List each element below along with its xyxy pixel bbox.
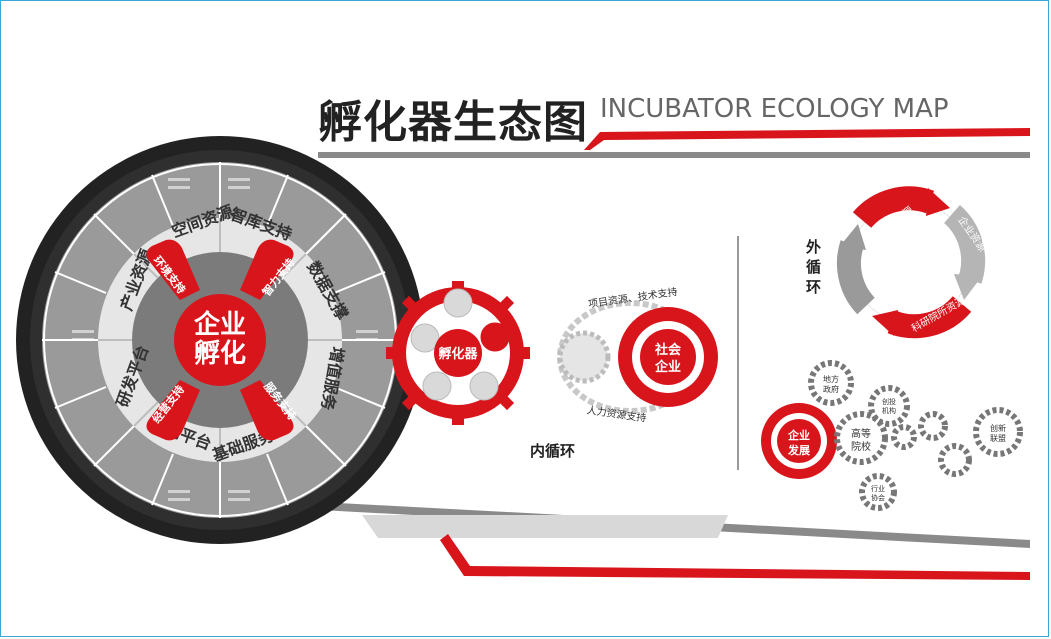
belt-top-label: 项目资源、技术支持 — [587, 285, 678, 310]
wheel-center-line2: 孵化 — [194, 338, 246, 369]
small-gears — [410, 288, 510, 401]
header-stripes — [318, 128, 1030, 158]
outer-loop-char-2: 循 — [806, 258, 821, 276]
footer-stripes — [320, 502, 1030, 580]
inner-loop-diagram: 孵化器 社会 企业 项目资源、技术支持 人力资源支持 内循环 — [386, 281, 718, 460]
page-title: 孵化器生态图 — [318, 97, 588, 148]
node-label-5a: 行业 — [871, 484, 885, 493]
student-enterprise-gear — [557, 330, 611, 384]
incubator-gear-teeth — [386, 281, 530, 425]
outer-loop-char-3: 环 — [806, 278, 821, 296]
ecosystem-gears: 企业 发展 地方 政府 创投 机构 高等 院校 创新 联盟 行业 协会 — [761, 360, 1023, 511]
society-label-line2: 企业 — [654, 359, 681, 375]
red-cross-emblem — [146, 239, 294, 441]
gray-gear-rings — [808, 360, 1023, 511]
main-gear-line1: 企业 — [787, 428, 810, 442]
arrow-label-university: 高校资源 — [867, 267, 890, 309]
main-gear-line2: 发展 — [787, 443, 811, 457]
node-label-1b: 政府 — [823, 384, 839, 394]
outer-ring-small-labels — [72, 178, 378, 501]
node-label-4b: 联盟 — [990, 434, 1006, 443]
node-label-5b: 协会 — [871, 493, 885, 502]
node-label-1a: 地方 — [823, 374, 839, 384]
inner-ring-dividers — [98, 218, 342, 462]
outer-loop-diagram: 外 循 环 政府资源 企业资源 科研院所资源 高校资源 — [805, 186, 989, 339]
arrow-government — [852, 186, 935, 229]
outer-loop-char-1: 外 — [805, 238, 821, 256]
page-subtitle: INCUBATOR ECOLOGY MAP — [600, 94, 949, 124]
node-label-2b: 机构 — [882, 406, 896, 415]
arrow-research — [887, 295, 972, 339]
arrow-university — [836, 240, 876, 315]
inner-loop-label: 内循环 — [530, 442, 575, 460]
belt-bottom-label: 人力资源支持 — [586, 403, 647, 424]
wheel-center-line1: 企业 — [194, 309, 246, 340]
node-label-3b: 院校 — [851, 440, 871, 453]
society-label-line1: 社会 — [654, 342, 682, 358]
incubation-wheel: 空间资源 智库支持 数据支撑 增值服务 基础服务 试制平台 研发平台 产业资源 … — [16, 136, 424, 544]
arrow-enterprise — [943, 204, 986, 284]
incubator-label: 孵化器 — [438, 346, 478, 362]
outer-ring-dividers — [42, 162, 398, 518]
node-label-3a: 高等 — [851, 427, 871, 440]
node-label-2a: 创投 — [882, 397, 896, 406]
node-label-4a: 创新 — [990, 423, 1006, 433]
